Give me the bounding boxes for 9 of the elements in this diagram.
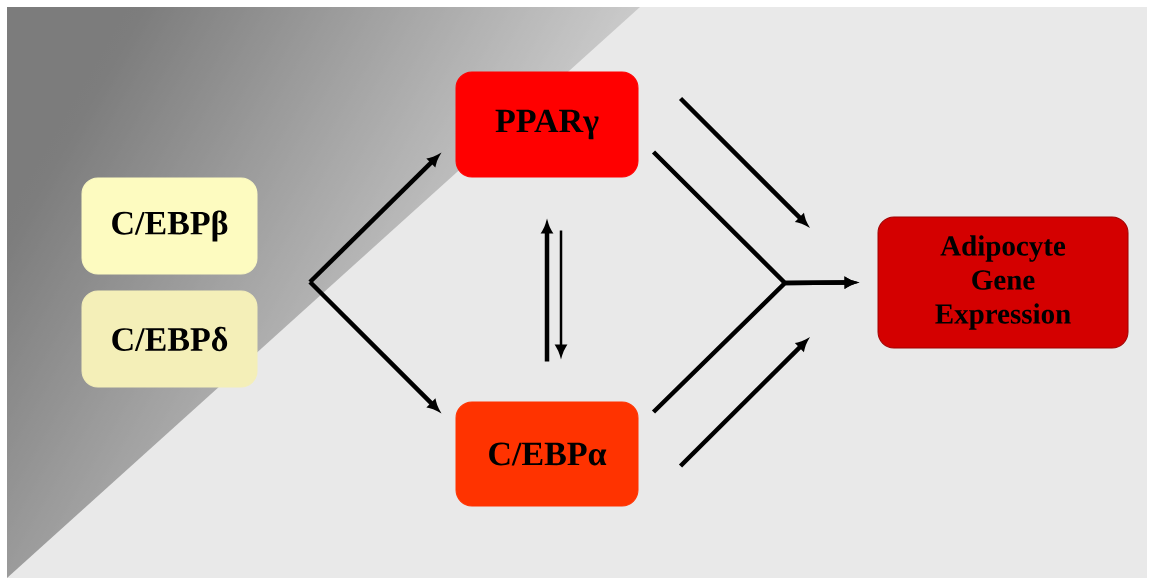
- factor-box: C/EBPδ: [81, 290, 258, 388]
- arrow: [308, 280, 440, 412]
- outcome-box: Adipocyte Gene Expression: [877, 216, 1129, 349]
- arrow: [678, 96, 808, 226]
- arrow: [308, 154, 440, 284]
- arrow: [555, 230, 567, 357]
- factor-box: C/EBPβ: [81, 177, 258, 275]
- factor-box: PPARγ: [455, 71, 639, 178]
- factor-box: C/EBPα: [455, 401, 639, 507]
